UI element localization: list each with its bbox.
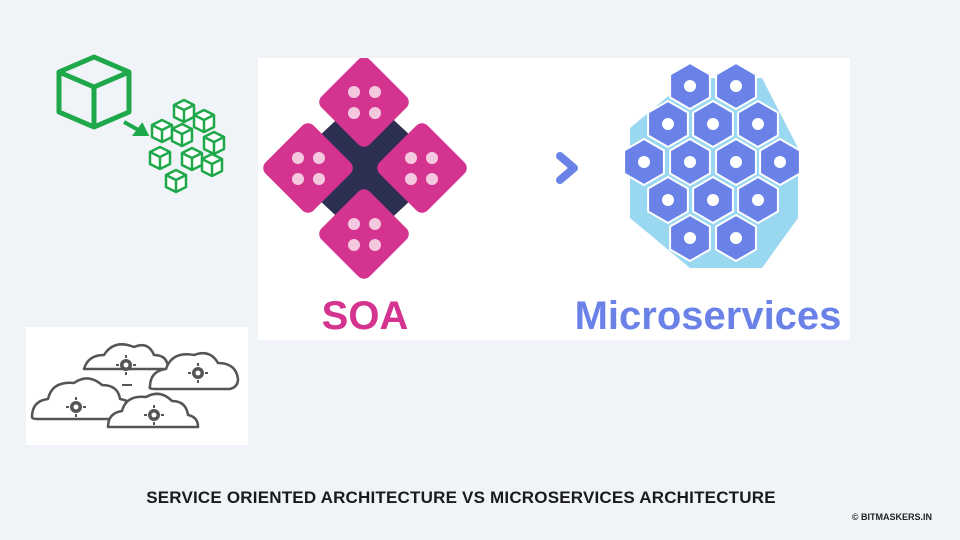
arrow-right-icon — [123, 120, 150, 136]
micro-cubes-icon — [148, 98, 226, 194]
microservice-dot — [730, 156, 742, 168]
microservice-dot — [752, 118, 764, 130]
copyright-notice: © BITMASKERS.IN — [851, 512, 932, 522]
page-caption: SERVICE ORIENTED ARCHITECTURE VS MICROSE… — [146, 488, 776, 507]
soa-label: SOA — [321, 294, 409, 338]
microservice-dot — [662, 194, 674, 206]
microservice-dot — [774, 156, 786, 168]
microservice-dot — [662, 118, 674, 130]
cube-decomposition-illustration — [54, 52, 234, 202]
microservices-label: Microservices — [574, 294, 842, 338]
microservice-dot — [684, 80, 696, 92]
microservice-dot — [638, 156, 650, 168]
microservice-dot — [707, 194, 719, 206]
cloud-illustration-panel — [26, 327, 248, 445]
cloud-gears-icon — [30, 343, 240, 429]
microservice-dot — [730, 232, 742, 244]
comparison-panel — [258, 58, 850, 340]
arrow-right-icon — [510, 152, 578, 184]
microservice-dot — [684, 232, 696, 244]
microservice-dot — [730, 80, 742, 92]
soa-diagram — [263, 58, 467, 279]
microservices-diagram — [623, 61, 801, 268]
microservice-dot — [752, 194, 764, 206]
microservice-dot — [684, 156, 696, 168]
microservice-dot — [707, 118, 719, 130]
monolith-cube-icon — [56, 54, 132, 130]
